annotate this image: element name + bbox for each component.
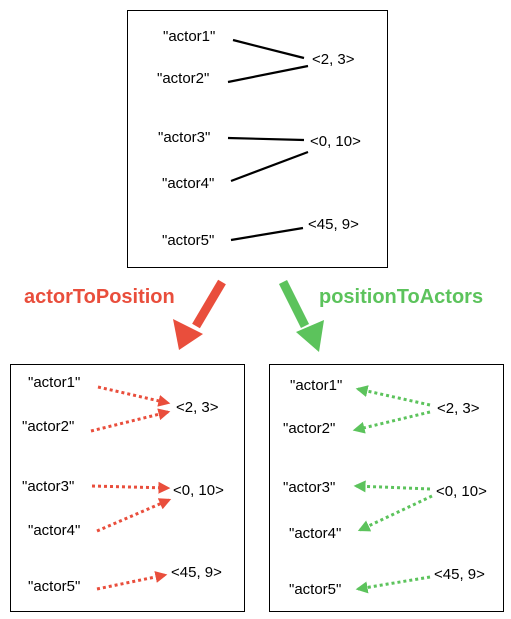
- left-connections: [90, 385, 172, 591]
- top-position3-label: <45, 9>: [308, 216, 359, 233]
- right-connections: [352, 385, 433, 594]
- link-actor4-pos2: [230, 150, 309, 183]
- arrow-actor3-pos2: [91, 481, 171, 494]
- link-actor3-pos2: [227, 136, 305, 142]
- arrow-pos2-actor3: [353, 480, 431, 493]
- left-actor5-label: "actor5": [28, 578, 81, 595]
- arrow-pos2-actor4: [357, 494, 433, 532]
- left-actor4-label: "actor4": [28, 522, 81, 539]
- left-actor3-label: "actor3": [22, 478, 75, 495]
- top-actor3-label: "actor3": [158, 129, 211, 146]
- top-position1-label: <2, 3>: [312, 51, 355, 68]
- arrow-actor5-pos3: [96, 571, 168, 591]
- arrow-pos1-actor2: [352, 410, 431, 434]
- link-actor5-pos3: [230, 226, 304, 242]
- actor-to-position-arrow: [173, 279, 226, 350]
- right-actor3-label: "actor3": [283, 479, 336, 496]
- left-position2-label: <0, 10>: [173, 482, 224, 499]
- arrow-pos1-actor1: [355, 385, 431, 407]
- top-actor1-label: "actor1": [163, 28, 216, 45]
- position-to-actors-arrow: [278, 279, 324, 352]
- right-actor2-label: "actor2": [283, 420, 336, 437]
- top-actor2-label: "actor2": [157, 70, 210, 87]
- arrow-pos3-actor5: [355, 575, 431, 594]
- right-actor5-label: "actor5": [289, 581, 342, 598]
- right-actor4-label: "actor4": [289, 525, 342, 542]
- right-position3-label: <45, 9>: [434, 566, 485, 583]
- top-actor4-label: "actor4": [162, 175, 215, 192]
- position-to-actors-title: positionToActors: [319, 286, 484, 308]
- arrow-actor2-pos1: [90, 408, 171, 433]
- left-position3-label: <45, 9>: [171, 564, 222, 581]
- right-position1-label: <2, 3>: [437, 400, 480, 417]
- actor-to-position-title: actorToPosition: [24, 286, 175, 308]
- top-connections: [227, 38, 309, 242]
- link-actor2-pos1: [227, 64, 309, 84]
- arrow-actor1-pos1: [97, 385, 171, 407]
- link-actor1-pos1: [232, 38, 305, 60]
- actor-to-position-box: [10, 364, 245, 612]
- arrow-actor4-pos2: [96, 498, 172, 533]
- left-actor2-label: "actor2": [22, 418, 75, 435]
- right-actor1-label: "actor1": [290, 377, 343, 394]
- left-actor1-label: "actor1": [28, 374, 81, 391]
- right-position2-label: <0, 10>: [436, 483, 487, 500]
- top-actor5-label: "actor5": [162, 232, 215, 249]
- left-position1-label: <2, 3>: [176, 399, 219, 416]
- top-position2-label: <0, 10>: [310, 133, 361, 150]
